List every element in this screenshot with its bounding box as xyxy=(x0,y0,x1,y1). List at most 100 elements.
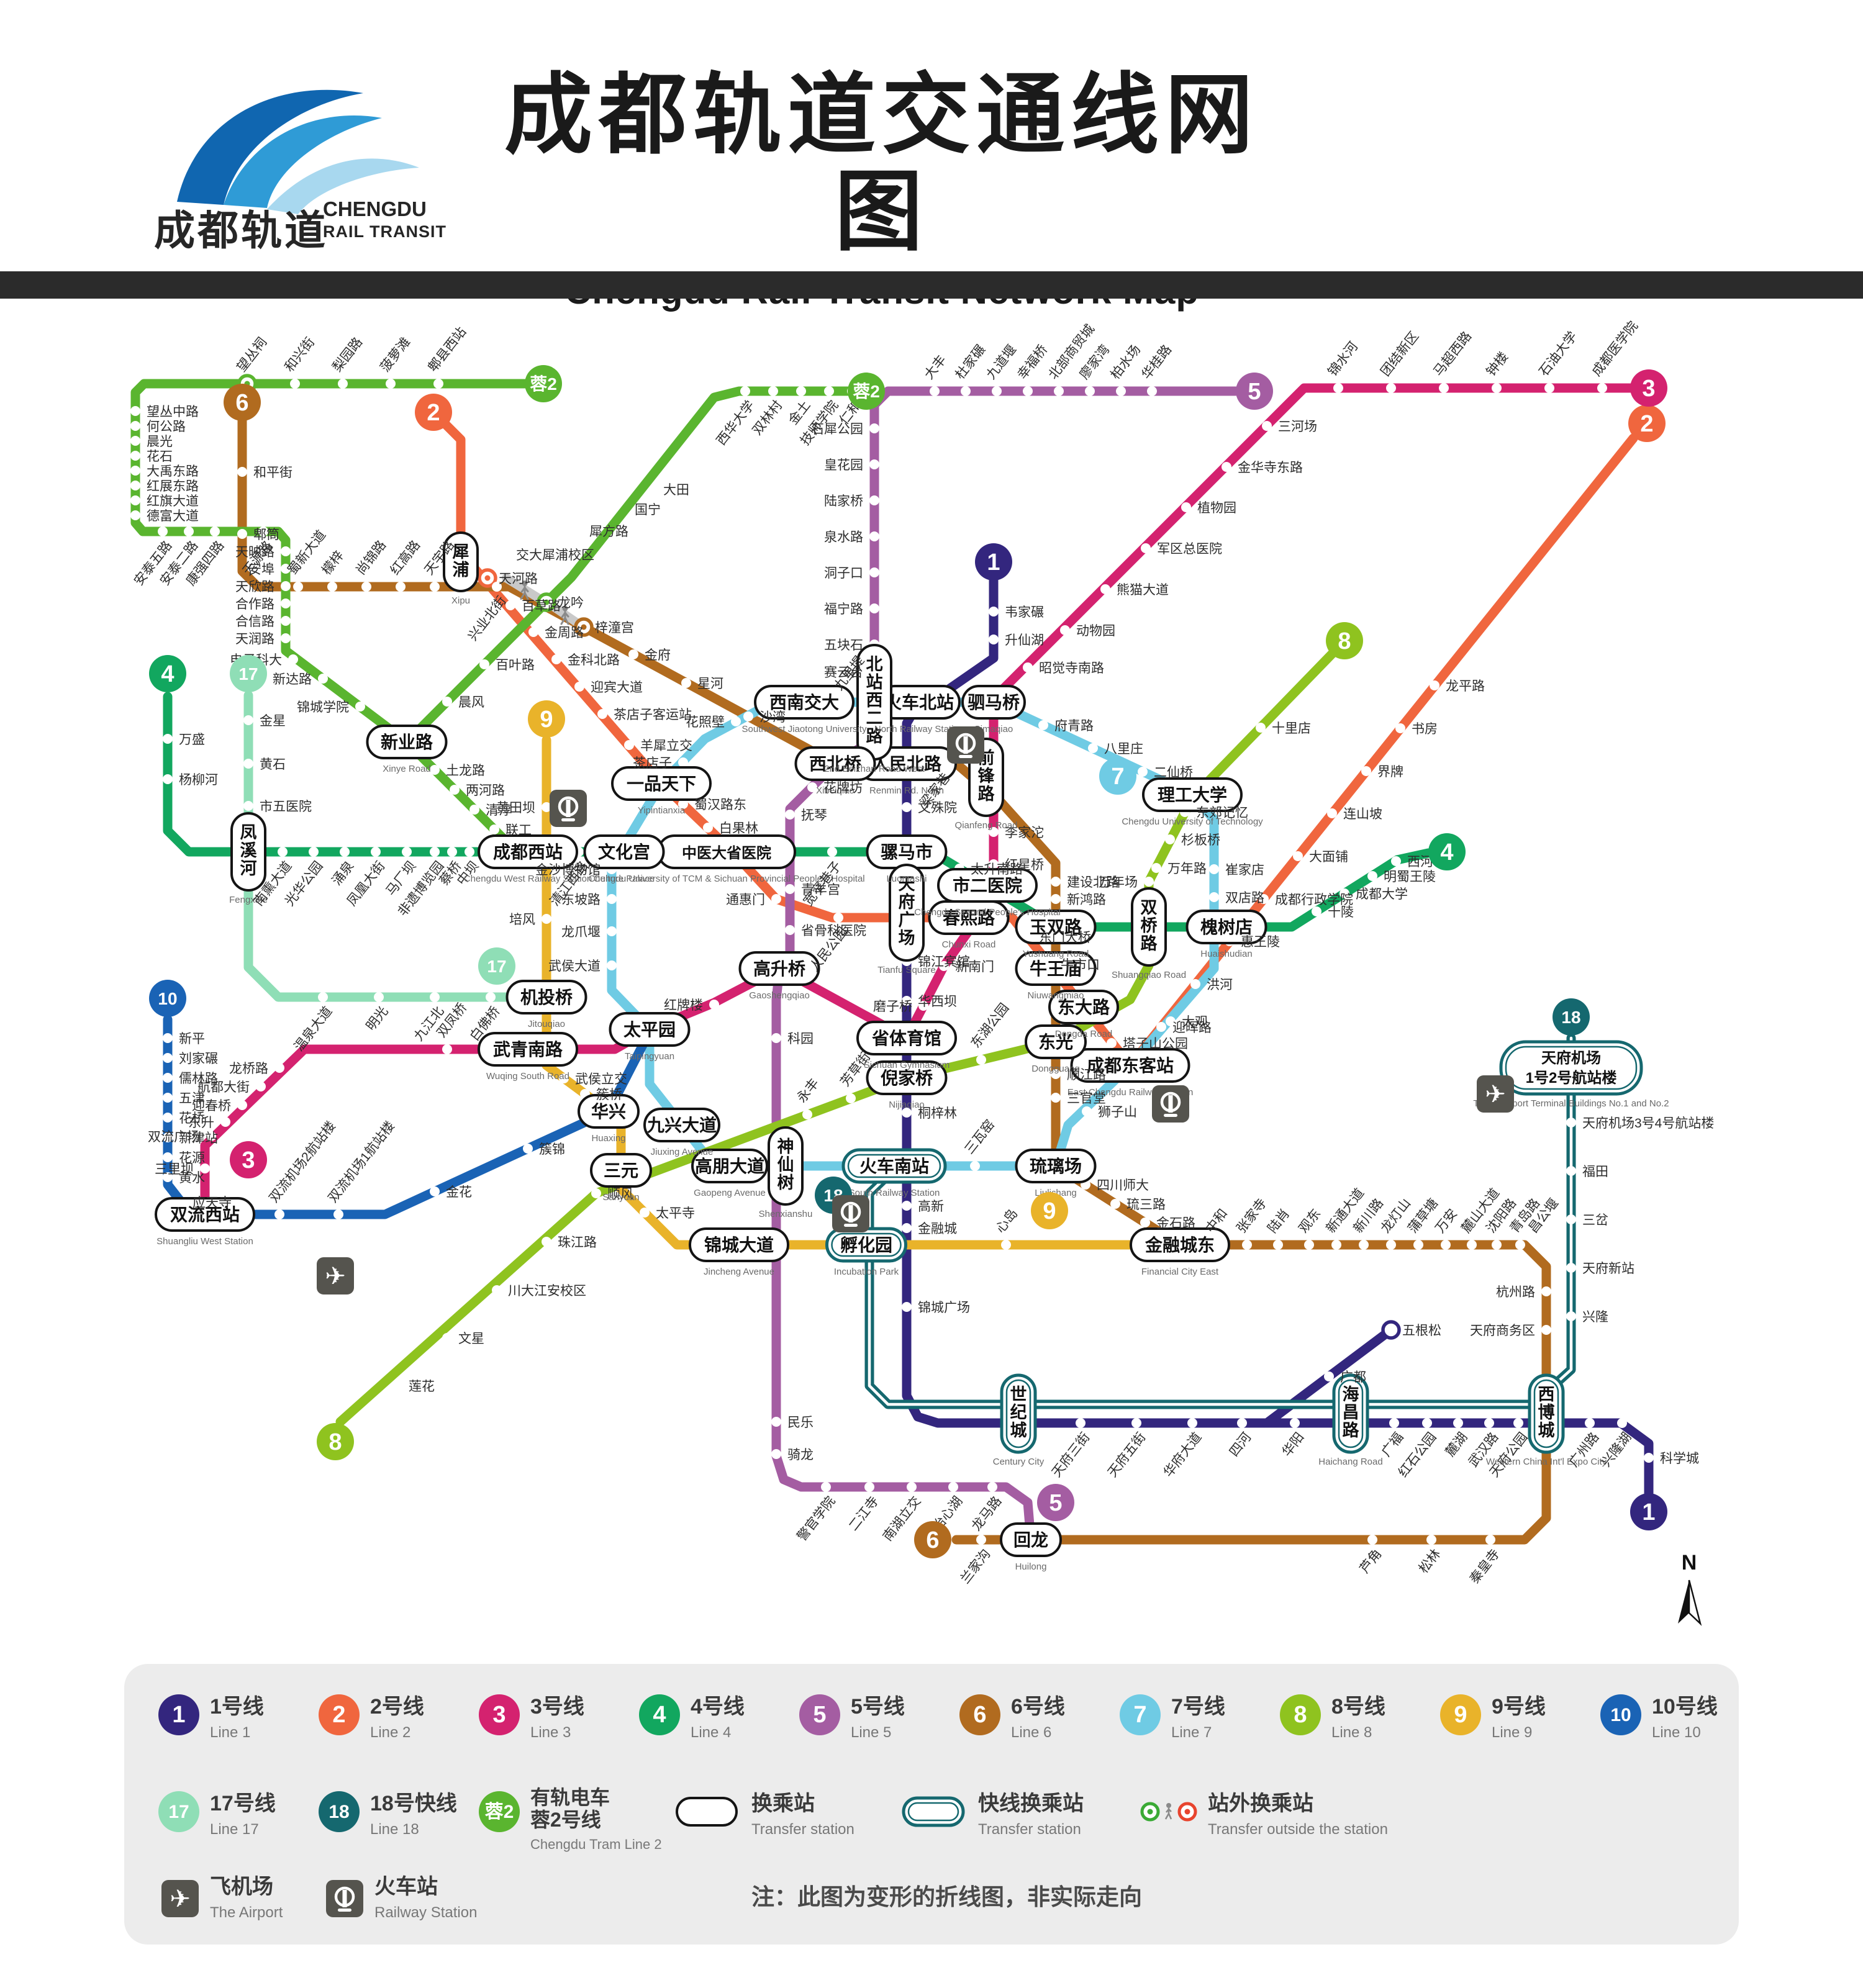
station-dot xyxy=(1644,1453,1654,1463)
station-label: 国宁 xyxy=(635,503,661,517)
station-label: 界牌 xyxy=(1377,765,1403,779)
station-label: 金周路 xyxy=(545,626,584,640)
badge-circle xyxy=(1099,757,1136,795)
transfer-station-pill: 火车南站 xyxy=(841,1148,947,1184)
station-label-en: Culture Palace xyxy=(594,874,655,884)
station-label: 天府机场3号4号航站楼 xyxy=(1582,1116,1714,1131)
station-dot xyxy=(574,682,584,692)
pill-label: 场 xyxy=(899,929,915,947)
station-label: 昭觉寺南路 xyxy=(1039,661,1104,675)
station-label-en: Incubation Park xyxy=(834,1267,899,1277)
station-label: 书房 xyxy=(1412,722,1438,736)
station-dot xyxy=(678,757,688,767)
station-label: 新达路 xyxy=(273,672,312,687)
station-label-en: South Railway Station xyxy=(849,1188,940,1198)
station-label: 文星 xyxy=(458,1332,484,1346)
badge-number: 4 xyxy=(1440,839,1453,865)
station-label: 天欣路 xyxy=(235,580,274,594)
legend-line-chip xyxy=(158,1694,199,1735)
pill-label: 成都西站 xyxy=(493,843,563,862)
station-dot xyxy=(1262,421,1272,431)
pill-outline xyxy=(961,685,1026,720)
station-dot xyxy=(1441,1240,1451,1250)
station-label: 联工 xyxy=(505,823,532,838)
legend-line-zh: 9号线 xyxy=(1492,1695,1546,1719)
station-label: 兴隆湖 xyxy=(1599,1430,1634,1470)
pill-label: 西 xyxy=(866,691,883,710)
station-label: 迎春桥 xyxy=(192,1099,231,1113)
station-label-en: Chengdu Second People's Hospital xyxy=(914,907,1061,918)
legend-line-en: Line 6 xyxy=(1011,1724,1051,1741)
station-dot xyxy=(918,1001,928,1011)
station-label: 茶店子 xyxy=(633,756,672,770)
pill-label: 东光 xyxy=(1038,1032,1073,1052)
legend-symbol-en: Transfer station xyxy=(751,1821,854,1838)
pill-outline xyxy=(1332,1373,1369,1454)
station-dot xyxy=(635,526,645,536)
station-label: 龙桥路 xyxy=(229,1062,268,1076)
legend-line-zh: 7号线 xyxy=(1171,1695,1225,1719)
badge-number: 8 xyxy=(329,1429,342,1455)
station-dot xyxy=(318,992,328,1002)
badge-number: 3 xyxy=(242,1147,255,1173)
line-badge-8: 8 xyxy=(1326,622,1363,659)
station-label: 双流广场 xyxy=(148,1130,200,1144)
station-label: 黄石 xyxy=(260,757,286,772)
station-label: 二仙桥 xyxy=(1154,766,1193,780)
station-label: 军区总医院 xyxy=(1157,542,1222,556)
station-label: 高新 xyxy=(918,1200,944,1214)
badge-number: 2 xyxy=(1640,411,1653,437)
station-dot xyxy=(869,567,879,577)
station-dot xyxy=(1051,1093,1061,1103)
pill-outline xyxy=(1000,1522,1062,1557)
station-dot xyxy=(597,709,607,719)
station-label-en: Sichuan Gymnasium xyxy=(864,1060,950,1070)
station-label: 大面铺 xyxy=(1309,850,1348,864)
station-dot xyxy=(163,1152,173,1162)
legend-line-en: Line 3 xyxy=(530,1724,571,1741)
station-label: 石犀公园 xyxy=(811,422,863,436)
pill-outline xyxy=(1185,910,1267,944)
line-badge-3: 3 xyxy=(1630,369,1667,407)
station-label: 科园 xyxy=(787,1032,814,1046)
legend-line-en: Line 10 xyxy=(1652,1724,1701,1741)
compass-needle-dark xyxy=(1678,1580,1689,1624)
compass-needle-light xyxy=(1688,1579,1702,1626)
outside-transfer-core xyxy=(484,575,491,581)
station-label: 新平 xyxy=(179,1032,205,1046)
legend-facility-en: The Airport xyxy=(210,1904,283,1921)
station-dot xyxy=(821,1482,831,1492)
station-dot xyxy=(902,802,912,812)
legend-outside-dot-green xyxy=(1147,1809,1153,1815)
station-label-en: Century City xyxy=(993,1457,1045,1467)
legend-line-zh: 2号线 xyxy=(370,1695,424,1719)
station-label: 郫县西站 xyxy=(425,325,469,374)
header-divider-bar xyxy=(0,271,1863,299)
logo-swoosh-mid xyxy=(224,115,382,208)
title-zh: 成都轨道交通线网图 xyxy=(504,66,1259,262)
station-dot xyxy=(1060,625,1070,635)
railway-station-icon xyxy=(1152,1085,1189,1123)
station-label: 白果林 xyxy=(719,821,758,836)
station-label: 杨柳河 xyxy=(179,773,218,787)
station-label: 和兴街 xyxy=(282,335,317,375)
transfer-station-pill-vertical: 神仙树 xyxy=(768,1126,804,1206)
rail-icon-base xyxy=(844,1224,858,1227)
station-label: 抚琴 xyxy=(801,808,827,823)
station-dot xyxy=(771,894,781,904)
station-label: 德富大道 xyxy=(147,509,199,523)
legend-chip-number: 10 xyxy=(1610,1705,1631,1725)
legend-symbol-en: Transfer station xyxy=(978,1821,1081,1838)
station-label: 陆肖 xyxy=(1265,1206,1292,1236)
pill-label: 神 xyxy=(777,1137,794,1156)
pill-label: 西北桥 xyxy=(809,754,861,774)
station-dot xyxy=(542,914,551,924)
station-dot xyxy=(864,1482,874,1492)
pill-outline xyxy=(1142,777,1243,812)
pill-label: 犀 xyxy=(453,543,469,561)
pill-label: 太平园 xyxy=(623,1020,676,1039)
station-label: 马超西路 xyxy=(1431,329,1474,379)
station-label: 太升南路 xyxy=(971,862,1023,877)
